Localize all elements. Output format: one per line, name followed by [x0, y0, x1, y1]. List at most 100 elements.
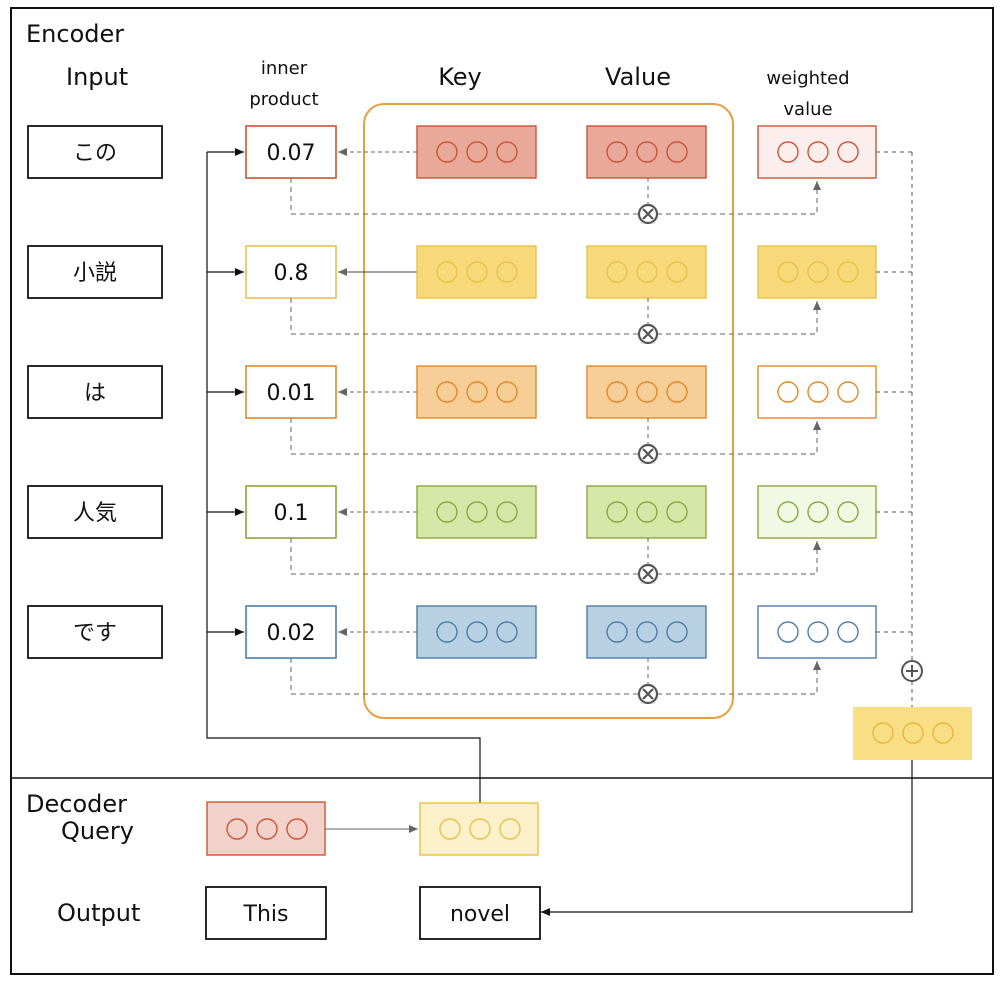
context-vector-circle [902, 722, 924, 744]
key-vector-circle [436, 381, 458, 403]
weighted-value-header-line1: weighted [766, 68, 849, 89]
multiply-to-weighted-arrow [657, 421, 821, 455]
key-vector-circle [466, 261, 488, 283]
key-vector-circle [436, 501, 458, 523]
decoder-label: Decoder [26, 790, 127, 818]
weighted-value-header-line2: value [783, 99, 832, 120]
input-box [27, 485, 163, 539]
multiply-node-x2 [642, 448, 654, 460]
key-vector-circle [466, 501, 488, 523]
key-vector-circle [496, 381, 518, 403]
inner-product-header-line2: product [249, 89, 318, 110]
value-vector-circle [606, 501, 628, 523]
query-vector-circle [439, 818, 461, 840]
query-vector-circles [439, 818, 521, 840]
score-to-multiply-line [290, 298, 638, 335]
value-vector-circle [606, 261, 628, 283]
key-vector-circle [496, 261, 518, 283]
value-vector [586, 365, 707, 419]
outer-frame [10, 7, 994, 975]
value-vector-circle [636, 141, 658, 163]
value-vector-circle [606, 141, 628, 163]
key-vector-circle [436, 141, 458, 163]
context-vector-circle [932, 722, 954, 744]
weighted-value-vector-circle [777, 141, 799, 163]
value-vector-circle [666, 141, 688, 163]
weighted-value-vector-circle [777, 381, 799, 403]
weighted-value-vector-circle [777, 621, 799, 643]
value-vector-circle [606, 381, 628, 403]
key-value-group [363, 103, 734, 719]
key-vector-circle [496, 621, 518, 643]
key-vector-circle [466, 141, 488, 163]
context-to-output-arrow [541, 760, 913, 916]
decoder-query-circle [256, 818, 278, 840]
score-to-multiply-line [290, 538, 638, 575]
score-to-multiply-line [290, 178, 638, 215]
decoder-query-circles [226, 818, 308, 840]
weighted-value-vector-circle [837, 381, 859, 403]
input-box [27, 605, 163, 659]
weighted-value-vector-circle [837, 501, 859, 523]
value-vector-circle [606, 621, 628, 643]
output-box-2 [419, 886, 541, 940]
multiply-to-weighted-arrow [657, 661, 821, 695]
key-vector-circle [496, 141, 518, 163]
output-word-2: novel [450, 902, 510, 927]
value-vector [586, 485, 707, 539]
weighted-value-vector [757, 125, 877, 179]
inner-product-value: 0.01 [267, 381, 316, 406]
inner-product-box [245, 125, 337, 179]
query-label: Query [61, 817, 134, 845]
inner-product-box [245, 365, 337, 419]
weighted-value-vector-circle [807, 621, 829, 643]
value-vector-circle [636, 501, 658, 523]
value-vector-circle [666, 501, 688, 523]
encoder-row: です 0.02 [27, 605, 912, 705]
score-to-multiply-line [290, 658, 638, 695]
weighted-value-vector-circle [807, 141, 829, 163]
key-vector-circle [466, 621, 488, 643]
value-vector [586, 125, 707, 179]
multiply-node-x2 [642, 568, 654, 580]
key-vector [416, 365, 537, 419]
context-vector [853, 707, 972, 760]
key-vector-circle [466, 381, 488, 403]
key-vector [416, 605, 537, 659]
key-header: Key [438, 63, 482, 91]
value-vector-circle [636, 381, 658, 403]
key-vector [416, 125, 537, 179]
inner-product-value: 0.02 [267, 621, 316, 646]
input-word: 人気 [73, 501, 117, 526]
input-word: です [73, 621, 117, 646]
weighted-value-vector-circle [837, 141, 859, 163]
weighted-value-vector-circle [777, 261, 799, 283]
input-box [27, 125, 163, 179]
output-label: Output [57, 899, 140, 927]
output-box-1 [205, 886, 327, 940]
multiply-to-weighted-arrow [657, 301, 821, 335]
value-vector [586, 605, 707, 659]
decoder-query-circle [226, 818, 248, 840]
key-vector [416, 245, 537, 299]
multiply-node-x2 [642, 208, 654, 220]
multiply-node-x2 [642, 688, 654, 700]
value-vector-circle [636, 621, 658, 643]
input-header: Input [66, 63, 128, 91]
multiply-node-x2 [642, 328, 654, 340]
encoder-row: は 0.01 [27, 365, 912, 465]
query-route-line [206, 152, 481, 803]
query-vector-circle [469, 818, 491, 840]
input-word: は [84, 381, 106, 406]
weighted-value-vector-circle [837, 261, 859, 283]
weighted-value-vector-circle [777, 501, 799, 523]
value-vector-circle [636, 261, 658, 283]
encoder-label: Encoder [26, 20, 124, 48]
key-vector-circle [436, 621, 458, 643]
multiply-to-weighted-arrow [657, 541, 821, 575]
input-box [27, 245, 163, 299]
input-box [27, 365, 163, 419]
input-word: この [73, 141, 117, 166]
